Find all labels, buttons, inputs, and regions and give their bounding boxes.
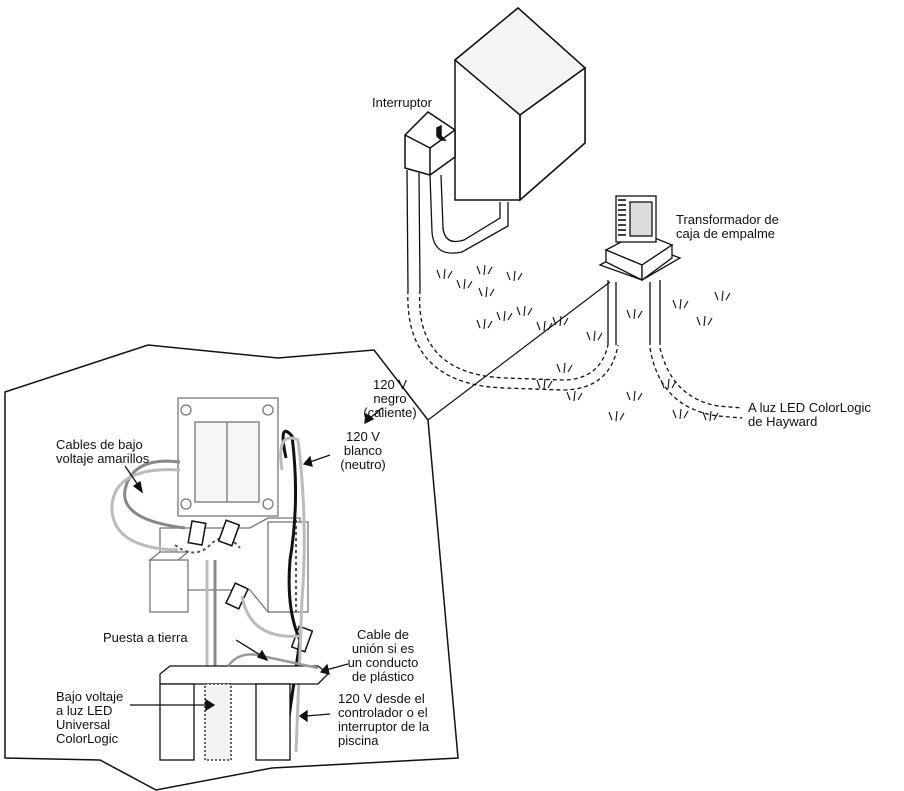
panel-conduit [429, 174, 509, 254]
transformer-label: Transformador de caja de empalme [676, 212, 779, 241]
neutral-wire-label: 120 V blanco (neutro) [340, 429, 386, 472]
callout-arrows [124, 407, 383, 723]
switch-label: Interruptor [372, 95, 432, 110]
detail-base-plate [159, 665, 329, 761]
switch-conduit [406, 169, 421, 291]
grass-tufts [436, 264, 731, 422]
hot-wire-label: 120 V negro (caliente) [363, 377, 417, 420]
low-voltage-to-light-label: Bajo voltaje a luz LED Universal ColorLo… [56, 689, 124, 746]
underground-conduits [407, 289, 743, 419]
neutral-wire [240, 436, 306, 753]
low-voltage-wires-label: Cables de bajo voltaje amarillos [56, 437, 150, 466]
wire-nuts [187, 519, 314, 653]
from-controller-label: 120 V desde el controlador o el interrup… [338, 691, 430, 748]
hot-wire [281, 429, 302, 753]
ground-label: Puesta a tierra [103, 630, 188, 645]
detail-leader-line [427, 281, 611, 421]
to-light-label: A luz LED ColorLogic de Hayward [748, 400, 871, 429]
transformer-unit [598, 195, 682, 345]
switch-box [404, 111, 456, 176]
bonding-wire-label: Cable de unión si es un conducto de plás… [347, 627, 419, 684]
panel-box [453, 7, 587, 202]
